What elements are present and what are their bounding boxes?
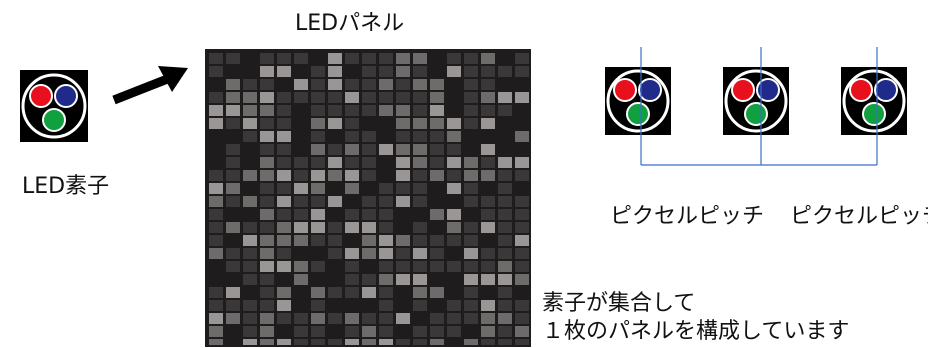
arrow-icon — [112, 66, 188, 105]
description-note: 素子が集合して １枚のパネルを構成しています — [542, 290, 849, 346]
note-line-1: 素子が集合して — [542, 291, 696, 316]
pixel-pitch-diagram — [605, 47, 907, 166]
led-element-2-icon — [723, 67, 789, 135]
panel-title: LEDパネル — [295, 11, 405, 36]
led-element-3-icon — [841, 67, 907, 135]
led-element-caption: LED素子 — [22, 174, 110, 199]
note-line-2: １枚のパネルを構成しています — [542, 319, 850, 344]
led-panel — [205, 49, 531, 347]
pitch-lines — [640, 47, 878, 166]
pitch-label-2: ピクセルピッチ — [790, 204, 928, 229]
led-element-1-icon — [605, 67, 671, 135]
pitch-label-1: ピクセルピッチ — [610, 204, 765, 229]
led-element-icon — [20, 70, 88, 142]
